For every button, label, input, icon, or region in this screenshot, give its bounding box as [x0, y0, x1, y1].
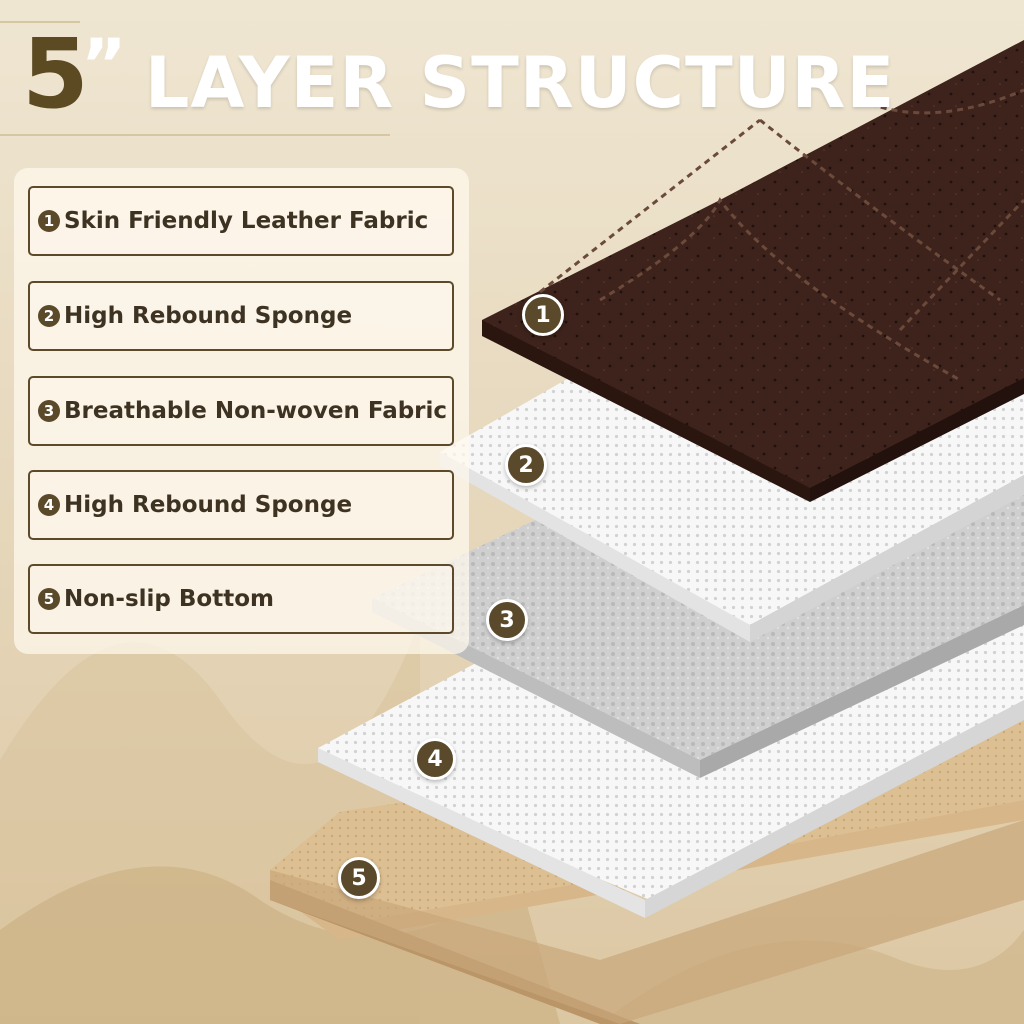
layer-label-4: 4 High Rebound Sponge: [28, 470, 454, 540]
layer-marker-3: 3: [486, 599, 528, 641]
layer-label-text: High Rebound Sponge: [64, 303, 353, 329]
layer-marker-4: 4: [414, 738, 456, 780]
layer-marker-2: 2: [505, 444, 547, 486]
layer-label-text: High Rebound Sponge: [64, 492, 353, 518]
layer-label-text: Breathable Non-woven Fabric: [64, 398, 448, 424]
layer-badge-1: 1: [38, 210, 60, 232]
layer-label-3: 3 Breathable Non-woven Fabric: [28, 376, 454, 446]
legend-panel: [14, 168, 469, 654]
layer-label-text: Non-slip Bottom: [64, 586, 274, 612]
layer-marker-1: 1: [522, 294, 564, 336]
layer-badge-5: 5: [38, 588, 60, 610]
layer-label-5: 5 Non-slip Bottom: [28, 564, 454, 634]
layer-label-text: Skin Friendly Leather Fabric: [64, 208, 429, 234]
title-number: 5: [22, 18, 89, 130]
layer-badge-4: 4: [38, 494, 60, 516]
layer-marker-5: 5: [338, 857, 380, 899]
layer-label-1: 1 Skin Friendly Leather Fabric: [28, 186, 454, 256]
layer-badge-3: 3: [38, 400, 60, 422]
layer-badge-2: 2: [38, 305, 60, 327]
title-text: LAYER STRUCTURE: [144, 42, 896, 124]
page-title: 5”LAYER STRUCTURE: [22, 18, 896, 130]
title-quote: ”: [80, 24, 127, 106]
layer-label-2: 2 High Rebound Sponge: [28, 281, 454, 351]
